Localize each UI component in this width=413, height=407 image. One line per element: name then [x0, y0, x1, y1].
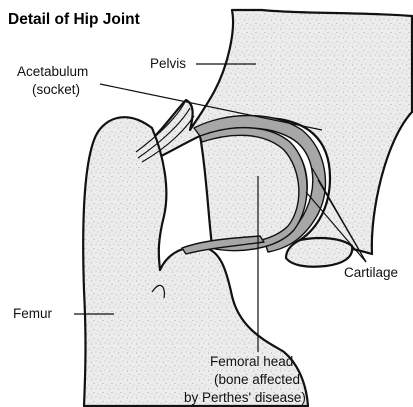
diagram-title: Detail of Hip Joint [8, 11, 140, 28]
acetabulum-label-line-1: Acetabulum [17, 64, 88, 79]
pelvis-label: Pelvis [150, 56, 186, 71]
femoral-head-label-line-1: Femoral head [210, 354, 293, 369]
pelvis-lower-lip [286, 238, 352, 267]
femoral-head-label-line-2: (bone affected [214, 372, 300, 387]
femoral-head-label-line-3: by Perthes' disease) [184, 390, 306, 405]
acetabulum-label-line-2: (socket) [32, 82, 80, 97]
femur-label: Femur [13, 306, 53, 321]
cartilage-label: Cartilage [344, 265, 398, 280]
